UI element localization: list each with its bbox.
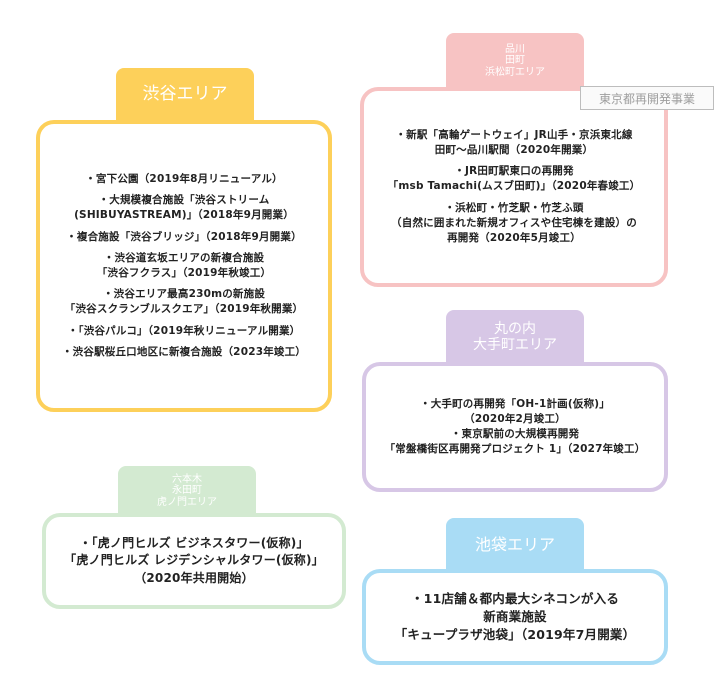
roppongi-item: ・「虎ノ門ヒルズ ビジネスタワー(仮称)」「虎ノ門ヒルズ レジデンシャルタワー(… <box>64 535 324 587</box>
ikebukuro-item-list: ・11店舗＆都内最大シネコンが入る新商業施設「キュープラザ池袋」（2019年7月… <box>395 590 636 644</box>
ikebukuro-item-line: ・11店舗＆都内最大シネコンが入る <box>410 590 620 606</box>
shibuya-item: ・「渋谷パルコ」（2019年秋リニューアル開業） <box>62 324 306 339</box>
shinagawa-item-line: 再開発（2020年5月竣工） <box>447 232 581 245</box>
shibuya-item: ・宮下公園（2019年8月リニューアル） <box>62 172 306 187</box>
marunouchi-title-line-1: 丸の内 <box>494 320 536 337</box>
ikebukuro-item-line: 「キュープラザ池袋」（2019年7月開業） <box>394 627 636 643</box>
roppongi-title-line-1: 六本木 <box>172 473 202 485</box>
shibuya-item-line: (SHIBUYASTREAM)」（2018年9月開業） <box>74 209 294 222</box>
shibuya-item-line: ・渋谷エリア最高230mの新施設 <box>102 288 266 301</box>
ikebukuro-item: ・11店舗＆都内最大シネコンが入る新商業施設「キュープラザ池袋」（2019年7月… <box>395 590 636 644</box>
shinagawa-item-line: ・新駅「高輪ゲートウェイ」JR山手・京浜東北線 <box>395 128 633 141</box>
shinagawa-title-line-1: 品川 <box>505 43 525 55</box>
shinagawa-item: ・新駅「高輪ゲートウェイ」JR山手・京浜東北線田町～品川駅間（2020年開業） <box>388 128 641 158</box>
shibuya-item: ・渋谷道玄坂エリアの新複合施設「渋谷フクラス」（2019年秋竣工） <box>62 251 306 281</box>
shibuya-item: ・渋谷駅桜丘口地区に新複合施設（2023年竣工） <box>62 345 306 360</box>
marunouchi-area-title: 丸の内 大手町エリア <box>446 310 584 364</box>
shibuya-item-line: ・大規模複合施設「渋谷ストリーム <box>98 194 270 207</box>
roppongi-area-box: ・「虎ノ門ヒルズ ビジネスタワー(仮称)」「虎ノ門ヒルズ レジデンシャルタワー(… <box>42 513 346 609</box>
marunouchi-item-line: 「常盤橋街区再開発プロジェクト 1」（2027年竣工） <box>384 443 646 456</box>
shinagawa-item: ・JR田町駅東口の再開発「msb Tamachi(ムスブ田町)」（2020年春竣… <box>388 164 641 194</box>
shinagawa-area-title: 品川 田町 浜松町エリア <box>446 33 584 89</box>
ikebukuro-area-box: ・11店舗＆都内最大シネコンが入る新商業施設「キュープラザ池袋」（2019年7月… <box>362 569 668 665</box>
roppongi-area-title: 六本木 永田町 虎ノ門エリア <box>118 466 256 516</box>
shinagawa-item-line: ・浜松町・竹芝駅・竹芝ふ頭 <box>444 201 584 214</box>
tokyo-redevelopment-stamp: 東京都再開発事業 <box>580 86 714 110</box>
shinagawa-area-box: ・新駅「高輪ゲートウェイ」JR山手・京浜東北線田町～品川駅間（2020年開業）・… <box>360 87 668 287</box>
shibuya-item: ・大規模複合施設「渋谷ストリーム (SHIBUYASTREAM)」（2018年9月… <box>62 193 306 223</box>
shibuya-item-line: 「渋谷スクランブルスクエア」（2019年秋開業） <box>64 303 304 316</box>
ikebukuro-area-title: 池袋エリア <box>446 518 584 572</box>
shinagawa-item-line: ・JR田町駅東口の再開発 <box>454 165 574 178</box>
shibuya-item: ・渋谷エリア最高230mの新施設「渋谷スクランブルスクエア」（2019年秋開業） <box>62 287 306 317</box>
shibuya-item-line: ・渋谷駅桜丘口地区に新複合施設（2023年竣工） <box>61 345 307 358</box>
shinagawa-item-list: ・新駅「高輪ゲートウェイ」JR山手・京浜東北線田町～品川駅間（2020年開業）・… <box>388 122 641 253</box>
shibuya-item-line: ・複合施設「渋谷ブリッジ」（2018年9月開業） <box>66 230 302 243</box>
marunouchi-item: ・大手町の再開発「OH-1計画(仮称)」 （2020年2月竣工） ・東京駅前の大規模… <box>385 397 646 458</box>
shinagawa-item-line: 田町～品川駅間（2020年開業） <box>434 143 594 156</box>
shibuya-item-line: ・「渋谷パルコ」（2019年秋リニューアル開業） <box>67 324 301 337</box>
ikebukuro-item-line: 新商業施設 <box>483 608 547 624</box>
marunouchi-item-line: ・東京駅前の大規模再開発 <box>450 428 580 440</box>
roppongi-item-line: 「虎ノ門ヒルズ レジデンシャルタワー(仮称)」 <box>64 553 324 568</box>
shinagawa-title-line-2: 田町 <box>505 55 525 67</box>
roppongi-item-line: ・「虎ノ門ヒルズ ビジネスタワー(仮称)」 <box>79 535 309 550</box>
roppongi-title-line-2: 永田町 <box>172 485 202 497</box>
shibuya-item-line: ・渋谷道玄坂エリアの新複合施設 <box>103 251 265 264</box>
marunouchi-item-line: （2020年2月竣工） <box>464 412 566 425</box>
shinagawa-title-line-3: 浜松町エリア <box>485 66 545 78</box>
shibuya-area-box: ・宮下公園（2019年8月リニューアル） ・大規模複合施設「渋谷ストリーム (SHI… <box>36 120 332 412</box>
marunouchi-title-line-2: 大手町エリア <box>473 337 557 353</box>
shinagawa-item-line: 「msb Tamachi(ムスブ田町)」（2020年春竣工） <box>387 180 641 193</box>
shibuya-item: ・複合施設「渋谷ブリッジ」（2018年9月開業） <box>62 230 306 245</box>
roppongi-title-line-3: 虎ノ門エリア <box>157 496 217 508</box>
shibuya-item-list: ・宮下公園（2019年8月リニューアル） ・大規模複合施設「渋谷ストリーム (SHI… <box>62 166 306 366</box>
marunouchi-area-box: ・大手町の再開発「OH-1計画(仮称)」 （2020年2月竣工） ・東京駅前の大規模… <box>362 362 668 492</box>
shibuya-area-title: 渋谷エリア <box>116 68 254 122</box>
shinagawa-item: ・浜松町・竹芝駅・竹芝ふ頭 （自然に囲まれた新規オフィスや住宅棟を建設）の再開発（… <box>388 201 641 247</box>
roppongi-item-list: ・「虎ノ門ヒルズ ビジネスタワー(仮称)」「虎ノ門ヒルズ レジデンシャルタワー(… <box>64 535 324 587</box>
shinagawa-item-line: （自然に囲まれた新規オフィスや住宅棟を建設）の <box>391 216 637 229</box>
marunouchi-item-list: ・大手町の再開発「OH-1計画(仮称)」 （2020年2月竣工） ・東京駅前の大規模… <box>385 397 646 458</box>
roppongi-item-line: （2020年共用開始） <box>134 570 254 585</box>
shibuya-item-line: ・宮下公園（2019年8月リニューアル） <box>85 172 283 185</box>
shibuya-item-line: 「渋谷フクラス」（2019年秋竣工） <box>96 267 272 279</box>
marunouchi-item-line: ・大手町の再開発「OH-1計画(仮称)」 <box>420 397 610 410</box>
